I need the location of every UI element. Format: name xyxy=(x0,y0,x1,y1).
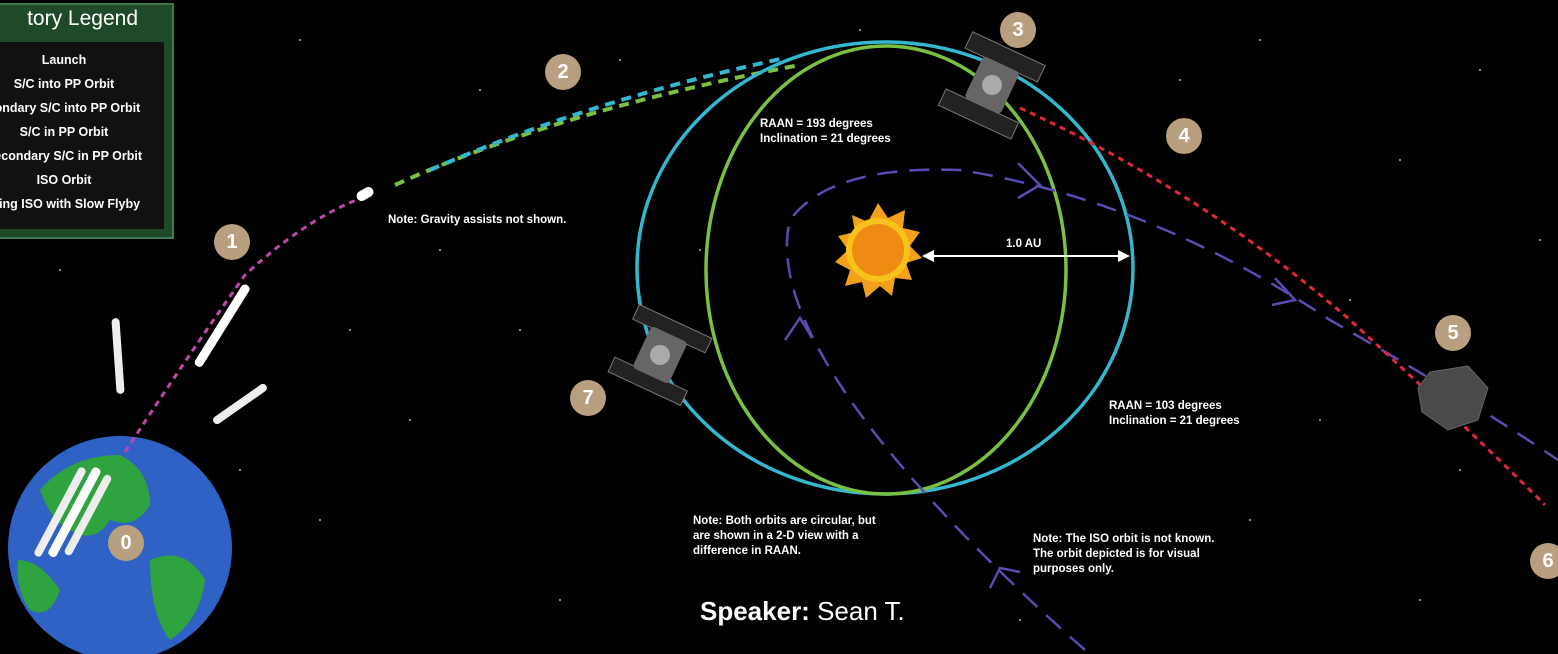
starfield xyxy=(59,29,1541,621)
note-iso-line-2: The orbit depicted is for visual xyxy=(1033,548,1200,560)
step-badge-1: 1 xyxy=(214,224,250,260)
legend-item-sc-in-pp: S/C in PP Orbit xyxy=(19,125,109,139)
legend-item-iso-orbit: ISO Orbit xyxy=(36,173,92,187)
legend-item-secondary-into-pp: condary S/C into PP Orbit xyxy=(0,101,141,115)
au-label: 1.0 AU xyxy=(1006,238,1042,250)
note-circular-line-2: are shown in a 2-D view with a xyxy=(693,530,859,542)
note-circular-line-3: difference in RAAN. xyxy=(693,545,801,557)
step-badge-4: 4 xyxy=(1166,118,1202,154)
speaker-label: Speaker: xyxy=(700,596,810,626)
iso-orbit xyxy=(785,168,1558,651)
note-orbit1-raan: RAAN = 193 degrees xyxy=(760,118,873,130)
iso-arrow-icon xyxy=(1017,162,1043,200)
legend-body: Launch S/C into PP Orbit condary S/C int… xyxy=(0,42,164,229)
iso-arrow-icon xyxy=(988,566,1021,589)
note-circular-line-1: Note: Both orbits are circular, but xyxy=(693,515,876,527)
note-orbit2-raan: RAAN = 103 degrees xyxy=(1109,400,1222,412)
note-gravity: Note: Gravity assists not shown. xyxy=(388,214,567,226)
note-iso-line-3: purposes only. xyxy=(1033,563,1114,575)
au-arrow-icon xyxy=(922,250,1130,262)
note-orbit2-inclination: Inclination = 21 degrees xyxy=(1109,415,1240,427)
step-badge-0: 0 xyxy=(108,525,144,561)
step-badge-7: 7 xyxy=(570,380,606,416)
flyby-trajectory xyxy=(1019,106,1547,507)
booster-icon xyxy=(111,318,125,394)
iso-arrow-icon xyxy=(783,315,814,341)
booster-icon xyxy=(213,383,267,425)
step-badge-5: 5 xyxy=(1435,315,1471,351)
legend-item-secondary-in-pp: Secondary S/C in PP Orbit xyxy=(0,149,143,163)
orbit-green xyxy=(704,44,1068,496)
spacecraft-7-icon xyxy=(607,303,713,407)
speaker-caption: Speaker: Sean T. xyxy=(700,596,905,627)
note-orbit1-inclination: Inclination = 21 degrees xyxy=(760,133,891,145)
note-iso-line-1: Note: The ISO orbit is not known. xyxy=(1033,533,1215,545)
secondary-transfer-trajectory xyxy=(394,63,801,187)
trajectory-legend: tory Legend Launch S/C into PP Orbit con… xyxy=(0,3,174,239)
iso-arrow-icon xyxy=(1271,277,1298,307)
spacecraft-3-icon xyxy=(937,31,1046,140)
legend-item-sc-into-pp: S/C into PP Orbit xyxy=(13,77,115,91)
step-badge-2: 2 xyxy=(545,54,581,90)
step-badge-3: 3 xyxy=(1000,12,1036,48)
spacecraft-icon xyxy=(356,187,374,201)
legend-title: tory Legend xyxy=(27,7,138,30)
upper-stage-icon xyxy=(194,284,250,367)
step-badge-6: 6 xyxy=(1530,543,1558,579)
launch-trajectory xyxy=(123,193,371,453)
sun-icon xyxy=(835,203,922,298)
legend-item-flyby: eting ISO with Slow Flyby xyxy=(0,197,141,211)
legend-item-launch: Launch xyxy=(41,53,87,67)
asteroid-icon xyxy=(1417,365,1489,431)
rocket-icon xyxy=(34,467,112,558)
speaker-name: Sean T. xyxy=(809,596,905,626)
